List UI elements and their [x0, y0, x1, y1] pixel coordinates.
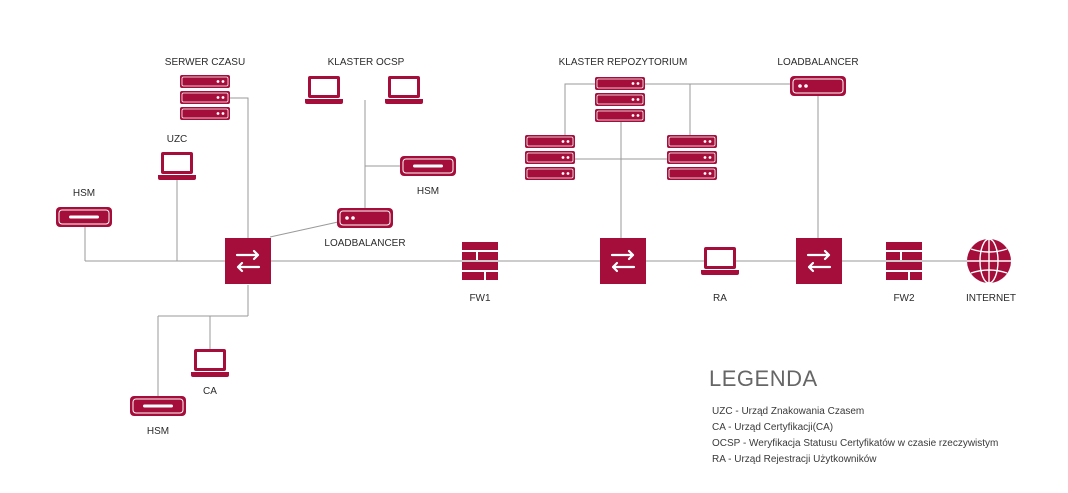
- repozytorium-server-left-icon: [524, 134, 576, 181]
- label-loadbalancer-top: LOADBALANCER: [777, 57, 858, 68]
- label-hsm-bottom: HSM: [147, 426, 169, 437]
- hsm-bottom-icon: [129, 395, 187, 417]
- label-hsm-ocsp: HSM: [417, 186, 439, 197]
- legend-item: RA - Urząd Rejestracji Użytkowników: [712, 454, 877, 465]
- internet-globe-icon: [967, 238, 1011, 284]
- router-3-icon: [794, 236, 844, 286]
- legend-item: OCSP - Weryfikacja Statusu Certyfikatów …: [712, 438, 998, 449]
- legend-item: UZC - Urząd Znakowania Czasem: [712, 406, 864, 417]
- label-serwer-czasu: SERWER CZASU: [165, 57, 245, 68]
- label-ca: CA: [203, 386, 217, 397]
- link-repo-left: [564, 83, 595, 135]
- label-loadbalancer-mid: LOADBALANCER: [324, 238, 405, 249]
- link-loadbalancer-mid: [269, 221, 339, 238]
- legend: LEGENDA UZC - Urząd Znakowania Czasem CA…: [709, 366, 998, 465]
- router-1-icon: [223, 236, 273, 286]
- legend-title: LEGENDA: [709, 366, 818, 391]
- link-serwer-czasu: [230, 97, 249, 238]
- uzc-laptop-icon: [158, 152, 196, 180]
- label-fw2: FW2: [893, 293, 915, 304]
- hsm-ocsp-icon: [399, 155, 457, 177]
- loadbalancer-top-icon: [789, 75, 847, 97]
- label-ra: RA: [713, 293, 727, 304]
- hsm-left-icon: [55, 206, 113, 228]
- repozytorium-server-right-icon: [666, 134, 718, 181]
- ocsp-laptop-2-icon: [385, 76, 423, 104]
- label-hsm-left: HSM: [73, 188, 95, 199]
- label-klaster-repozytorium: KLASTER REPOZYTORIUM: [559, 57, 688, 68]
- label-uzc: UZC: [167, 134, 188, 145]
- label-internet: INTERNET: [966, 293, 1016, 304]
- legend-item: CA - Urząd Certyfikacji(CA): [712, 422, 833, 433]
- label-klaster-ocsp: KLASTER OCSP: [328, 57, 405, 68]
- repozytorium-server-center-icon: [594, 76, 646, 123]
- ca-laptop-icon: [191, 349, 229, 377]
- ra-laptop-icon: [701, 247, 739, 275]
- ocsp-laptop-1-icon: [305, 76, 343, 104]
- serwer-czasu-server-icon: [179, 74, 231, 121]
- router-2-icon: [598, 236, 648, 286]
- label-fw1: FW1: [469, 293, 491, 304]
- loadbalancer-mid-icon: [336, 207, 394, 229]
